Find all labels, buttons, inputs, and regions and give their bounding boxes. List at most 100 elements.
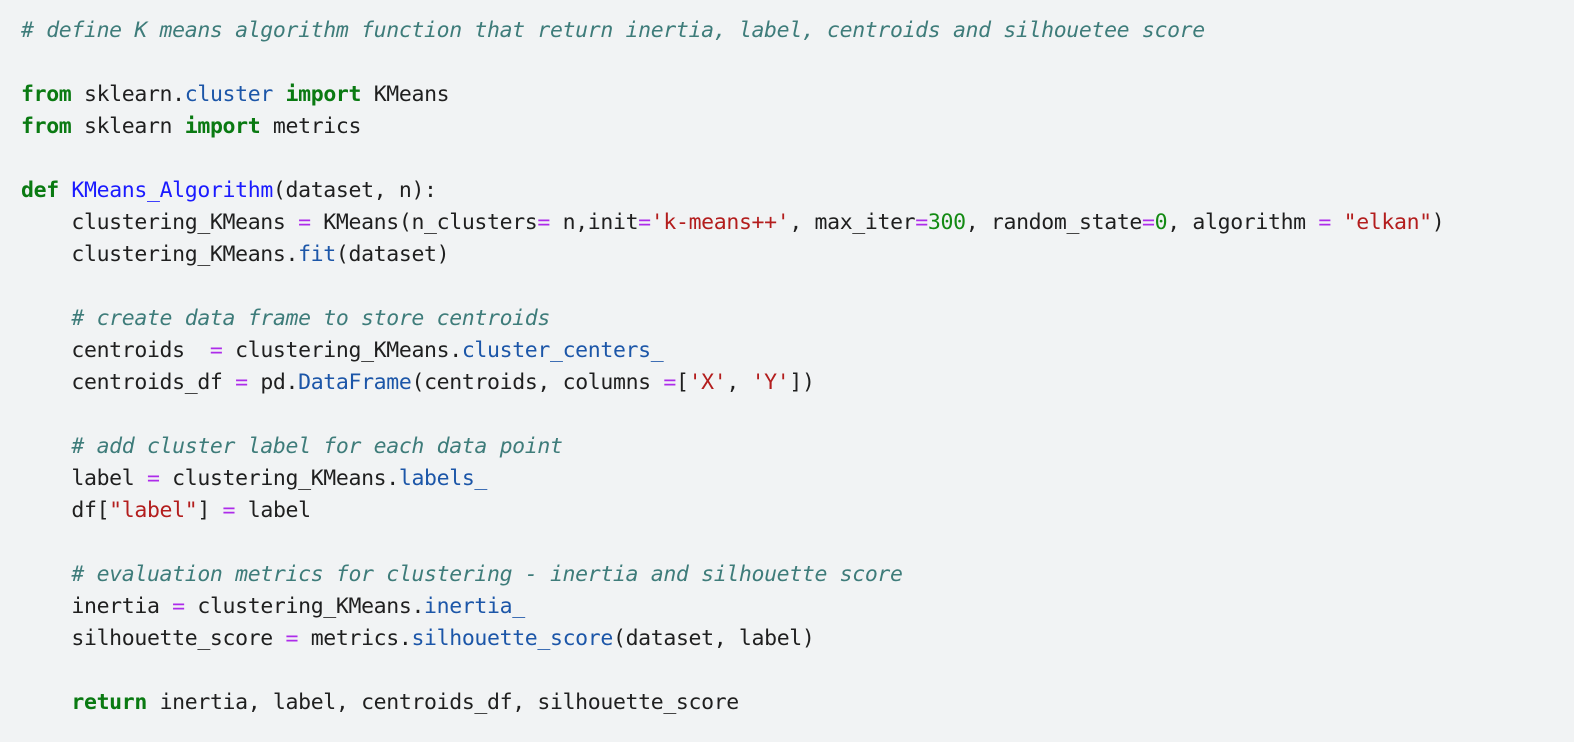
code-text: centroids	[21, 338, 210, 363]
code-line: # create data frame to store centroids	[21, 303, 1574, 335]
code-operator: =	[638, 210, 651, 235]
code-attribute: cluster_centers_	[461, 338, 664, 363]
code-text: (dataset, n):	[272, 178, 437, 203]
code-text: )	[1431, 210, 1445, 235]
code-number: 0	[1154, 210, 1168, 235]
code-text: inertia, label, centroids_df, silhouette…	[146, 690, 740, 715]
code-operator: =	[222, 498, 236, 523]
code-line	[21, 271, 1574, 303]
code-operator: =	[663, 370, 676, 395]
code-line: silhouette_score = metrics.silhouette_sc…	[21, 623, 1574, 655]
code-line: centroids = clustering_KMeans.cluster_ce…	[21, 335, 1574, 367]
code-text: silhouette_score	[21, 626, 286, 651]
code-text: , max_iter	[789, 210, 916, 235]
code-line: return inertia, label, centroids_df, sil…	[21, 687, 1574, 719]
code-attribute: cluster	[184, 82, 274, 107]
code-text: clustering_KMeans.	[184, 594, 425, 619]
code-comment: # evaluation metrics for clustering - in…	[71, 562, 903, 587]
code-attribute: silhouette_score	[411, 626, 613, 651]
code-line: # define K means algorithm function that…	[21, 15, 1574, 47]
code-text	[21, 434, 71, 459]
code-text: metrics	[260, 114, 362, 139]
code-text: sklearn	[71, 114, 185, 139]
code-operator: =	[537, 210, 550, 235]
code-operator: =	[235, 370, 248, 395]
code-text: KMeans	[361, 82, 450, 107]
code-line	[21, 399, 1574, 431]
code-text: df[	[21, 498, 110, 523]
code-text	[21, 690, 71, 715]
code-attribute: inertia_	[424, 594, 525, 619]
code-keyword: from	[21, 82, 72, 107]
code-operator: =	[1318, 210, 1331, 235]
code-operator: =	[172, 594, 185, 619]
code-operator: =	[209, 338, 223, 363]
code-keyword: return	[71, 690, 147, 715]
code-line: # evaluation metrics for clustering - in…	[21, 559, 1574, 591]
code-text: (centroids, columns	[411, 370, 664, 395]
code-line	[21, 655, 1574, 687]
code-line: def KMeans_Algorithm(dataset, n):	[21, 175, 1574, 207]
code-comment: # add cluster label for each data point	[71, 434, 563, 459]
code-line: from sklearn.cluster import KMeans	[21, 79, 1574, 111]
code-text: pd.	[247, 370, 299, 395]
code-text: metrics.	[298, 626, 412, 651]
code-line	[21, 143, 1574, 175]
code-text: n,init	[550, 210, 639, 235]
code-text: (dataset, label)	[612, 626, 815, 651]
code-operator: =	[1142, 210, 1155, 235]
code-text: (dataset)	[335, 242, 450, 267]
code-text: label	[235, 498, 311, 523]
code-line: centroids_df = pd.DataFrame(centroids, c…	[21, 367, 1574, 399]
code-text: clustering_KMeans.	[21, 242, 299, 267]
code-text: clustering_KMeans.	[222, 338, 462, 363]
code-text	[273, 82, 286, 107]
code-keyword: def	[21, 178, 59, 203]
code-text: clustering_KMeans.	[159, 466, 399, 491]
code-comment: # define K means algorithm function that…	[21, 18, 1205, 43]
code-string: 'Y'	[751, 370, 790, 395]
code-string: 'k-means++'	[650, 210, 790, 235]
code-text: inertia	[21, 594, 173, 619]
code-text: centroids_df	[21, 370, 236, 395]
code-operator: =	[146, 466, 160, 491]
code-line: clustering_KMeans.fit(dataset)	[21, 239, 1574, 271]
code-keyword: import	[285, 82, 362, 107]
code-string: 'X'	[688, 370, 727, 395]
code-text: [	[675, 370, 689, 395]
code-line: clustering_KMeans = KMeans(n_clusters= n…	[21, 207, 1574, 239]
code-line	[21, 527, 1574, 559]
code-text: , random_state	[965, 210, 1143, 235]
code-text: KMeans(n_clusters	[310, 210, 538, 235]
code-line: # add cluster label for each data point	[21, 431, 1574, 463]
code-text: label	[21, 466, 147, 491]
code-line: inertia = clustering_KMeans.inertia_	[21, 591, 1574, 623]
code-line: label = clustering_KMeans.labels_	[21, 463, 1574, 495]
code-text	[21, 562, 71, 587]
code-attribute: labels_	[398, 466, 488, 491]
code-string: "elkan"	[1343, 210, 1433, 235]
code-number: 300	[927, 210, 966, 235]
code-operator: =	[285, 626, 299, 651]
code-text	[1331, 210, 1344, 235]
code-attribute: DataFrame	[298, 370, 412, 395]
code-keyword: from	[21, 114, 72, 139]
code-operator: =	[915, 210, 928, 235]
code-keyword: import	[184, 114, 261, 139]
code-line: from sklearn import metrics	[21, 111, 1574, 143]
code-text: ])	[789, 370, 815, 395]
code-function-name: KMeans_Algorithm	[71, 178, 273, 203]
code-block[interactable]: # define K means algorithm function that…	[21, 15, 1574, 719]
code-text	[59, 178, 72, 203]
code-text: ,	[726, 370, 752, 395]
code-string: "label"	[109, 498, 198, 523]
code-line	[21, 47, 1574, 79]
code-attribute: fit	[298, 242, 336, 267]
code-text: sklearn.	[71, 82, 185, 107]
code-comment: # create data frame to store centroids	[71, 306, 550, 331]
code-text: ]	[197, 498, 223, 523]
code-text	[21, 306, 71, 331]
code-operator: =	[298, 210, 311, 235]
code-line: df["label"] = label	[21, 495, 1574, 527]
